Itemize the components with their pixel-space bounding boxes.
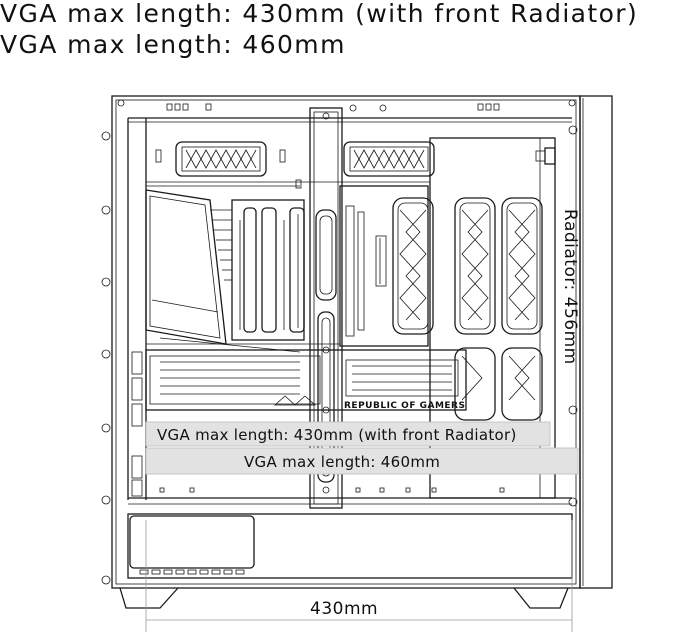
width-dimension: 430mm (310, 599, 378, 619)
psu-window (129, 515, 255, 569)
right-screws (568, 125, 578, 507)
cpu-cooler (145, 189, 305, 345)
top-holes (117, 99, 576, 112)
shroud-holes (159, 487, 505, 493)
title-with-radiator: VGA max length: 430mm (with front Radiat… (0, 0, 639, 28)
band-with-radiator (145, 421, 551, 447)
top-fan-right (343, 141, 435, 177)
motherboard (339, 185, 429, 347)
gpu-support-bracket[interactable] (309, 107, 343, 509)
title-max-length: VGA max length: 460mm (0, 30, 346, 59)
side-panel (579, 95, 613, 589)
band-with-radiator-label: VGA max length: 430mm (with front Radiat… (157, 426, 517, 444)
foot-left (119, 587, 179, 609)
radiator-dimension: Radiator: 456mm (560, 209, 580, 365)
foot-right (513, 587, 569, 609)
front-fans (392, 197, 543, 421)
left-screws (101, 131, 111, 585)
bottom-vents (139, 569, 245, 575)
gpu-brand-label: REPUBLIC OF GAMERS (344, 401, 465, 411)
pcie-slots (131, 351, 143, 497)
band-max-label: VGA max length: 460mm (244, 453, 440, 471)
band-max (145, 447, 579, 475)
top-fan-left (175, 141, 267, 177)
graphics-card: REPUBLIC OF GAMERS (145, 337, 467, 411)
